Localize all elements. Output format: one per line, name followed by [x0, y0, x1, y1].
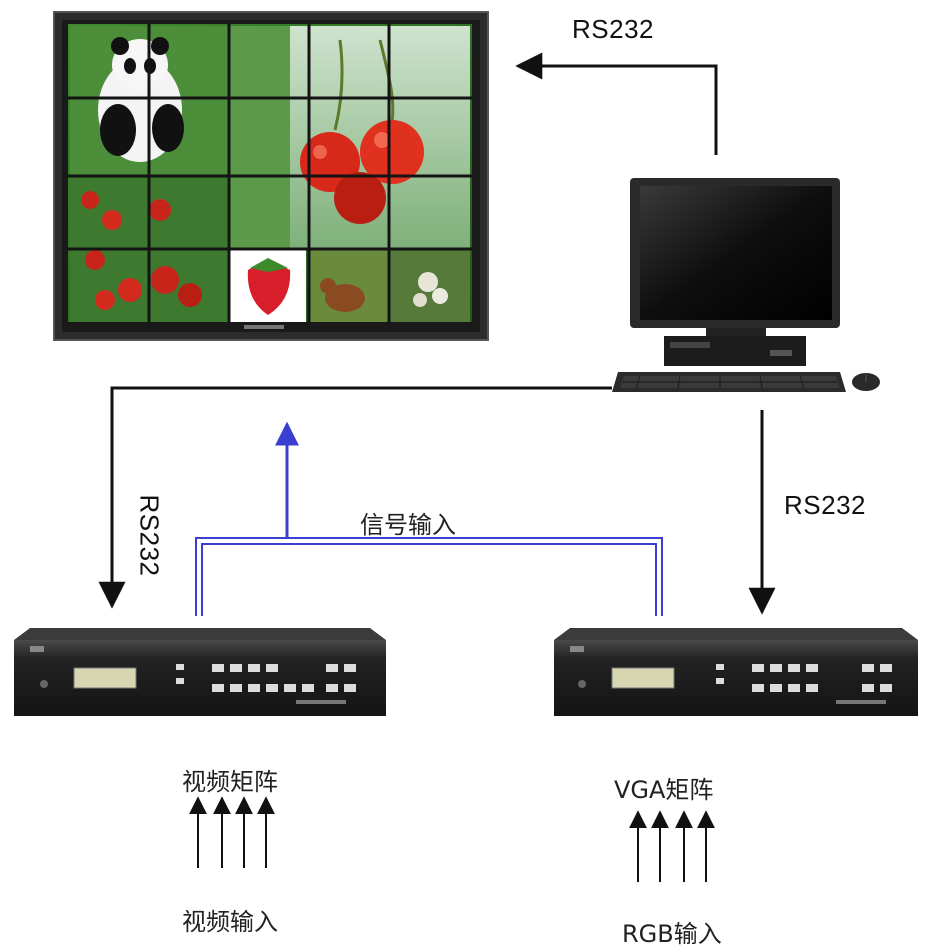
- rs232-to-video-matrix-arrow: [112, 388, 612, 606]
- video-matrix-label: 视频矩阵: [182, 762, 278, 797]
- video-input-arrows: [198, 798, 266, 868]
- video-input-label: 视频输入: [182, 902, 278, 937]
- vga-matrix-device-icon: [554, 628, 918, 716]
- rgb-input-arrows: [638, 812, 706, 882]
- video-wall-icon: [54, 12, 488, 340]
- vga-matrix-label: VGA矩阵: [614, 770, 713, 805]
- rs232-top-label: RS232: [572, 14, 654, 45]
- rgb-input-label: RGB输入: [622, 914, 722, 949]
- video-matrix-device-icon: [14, 628, 386, 716]
- signal-input-label: 信号输入: [360, 505, 456, 540]
- rs232-right-label: RS232: [784, 490, 866, 521]
- computer-icon: [612, 178, 880, 392]
- rs232-left-label: RS232: [134, 491, 165, 581]
- rs232-pc-to-wall-arrow: [518, 66, 716, 155]
